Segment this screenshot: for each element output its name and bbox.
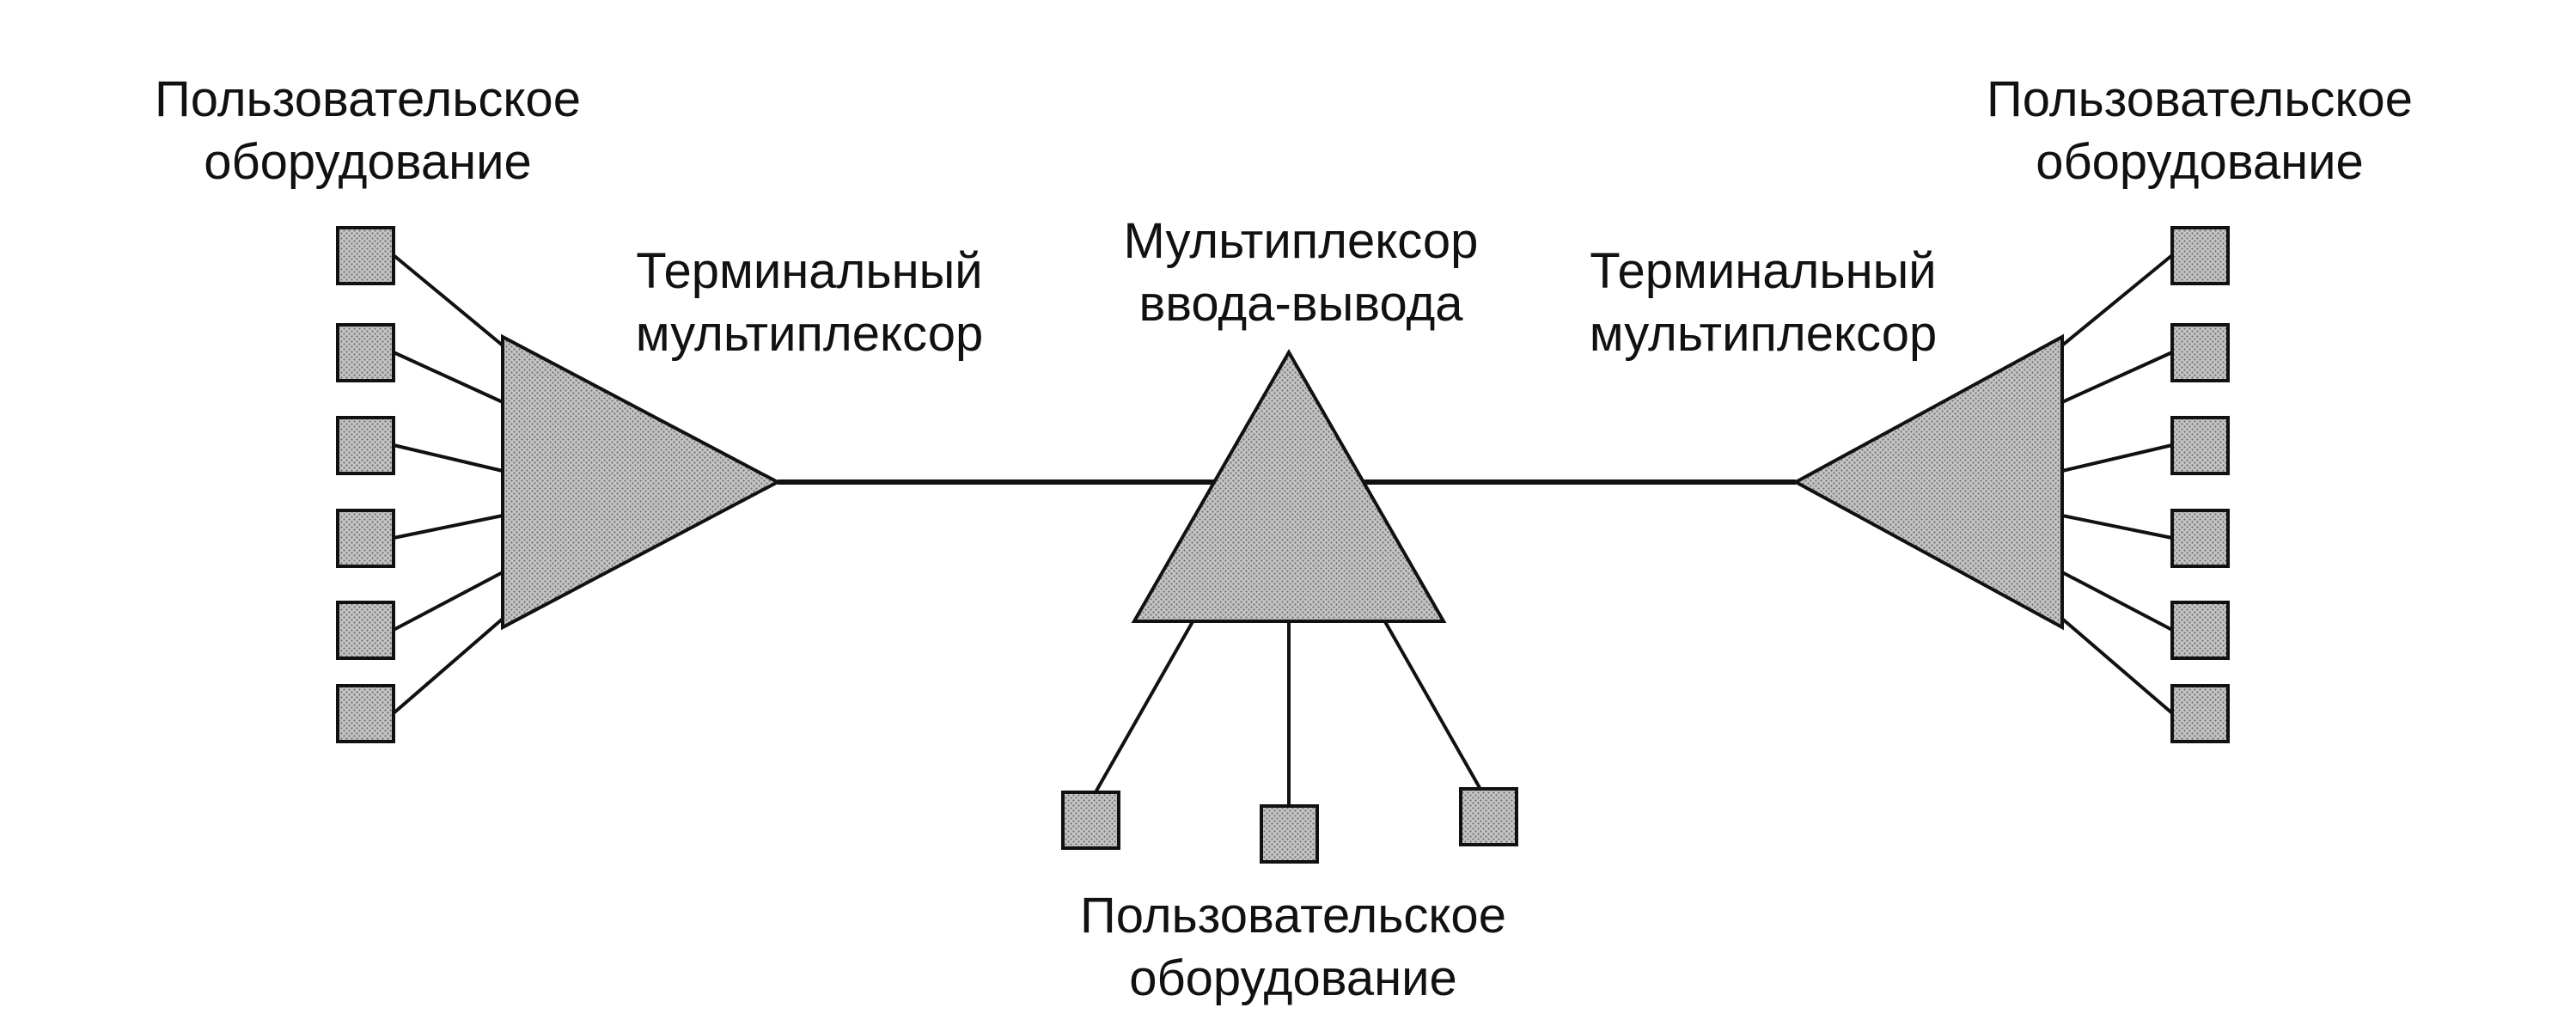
user-equipment-left-label-line1: Пользовательское xyxy=(155,71,581,127)
user-equipment-left-label-line2: оборудование xyxy=(204,134,532,190)
right-user-equipment xyxy=(2170,226,2230,743)
user-equipment-bottom-label-line1: Пользовательское xyxy=(1080,888,1506,944)
equipment-box xyxy=(336,323,395,382)
user-equipment-right-label-line1: Пользовательское xyxy=(1987,71,2413,127)
terminal-mux-right-label-line2: мультиплексор xyxy=(1590,306,1937,362)
equipment-box xyxy=(2170,684,2230,743)
equipment-box xyxy=(336,416,395,475)
equipment-box xyxy=(2170,601,2230,660)
equipment-box xyxy=(2170,509,2230,568)
add-drop-mux-label-line2: ввода-вывода xyxy=(1138,276,1463,332)
terminal-multiplexer-right xyxy=(1792,333,2064,631)
bottom-user-equipment xyxy=(1061,787,1518,864)
left-equipment-links xyxy=(392,253,504,715)
terminal-mux-right-label-line1: Терминальный xyxy=(1590,243,1936,299)
equipment-box xyxy=(336,601,395,660)
equipment-box xyxy=(336,226,395,285)
terminal-multiplexer-left xyxy=(501,333,782,631)
user-equipment-bottom-label-line2: оборудование xyxy=(1129,950,1457,1006)
equipment-box xyxy=(1459,787,1518,846)
equipment-box xyxy=(2170,323,2230,382)
right-equipment-links xyxy=(2060,253,2174,715)
equipment-box xyxy=(2170,226,2230,285)
left-user-equipment xyxy=(336,226,395,743)
add-drop-mux-label-line1: Мультиплексор xyxy=(1124,213,1479,269)
equipment-box xyxy=(336,684,395,743)
terminal-mux-left-label-line1: Терминальный xyxy=(636,243,982,299)
terminal-mux-left-label-line2: мультиплексор xyxy=(636,306,983,362)
bottom-equipment-links xyxy=(1094,618,1484,806)
equipment-box xyxy=(1260,804,1319,864)
add-drop-multiplexer xyxy=(1131,348,1447,623)
equipment-box xyxy=(2170,416,2230,475)
user-equipment-right-label-line2: оборудование xyxy=(2036,134,2364,190)
equipment-box xyxy=(1061,791,1120,850)
equipment-box xyxy=(336,509,395,568)
